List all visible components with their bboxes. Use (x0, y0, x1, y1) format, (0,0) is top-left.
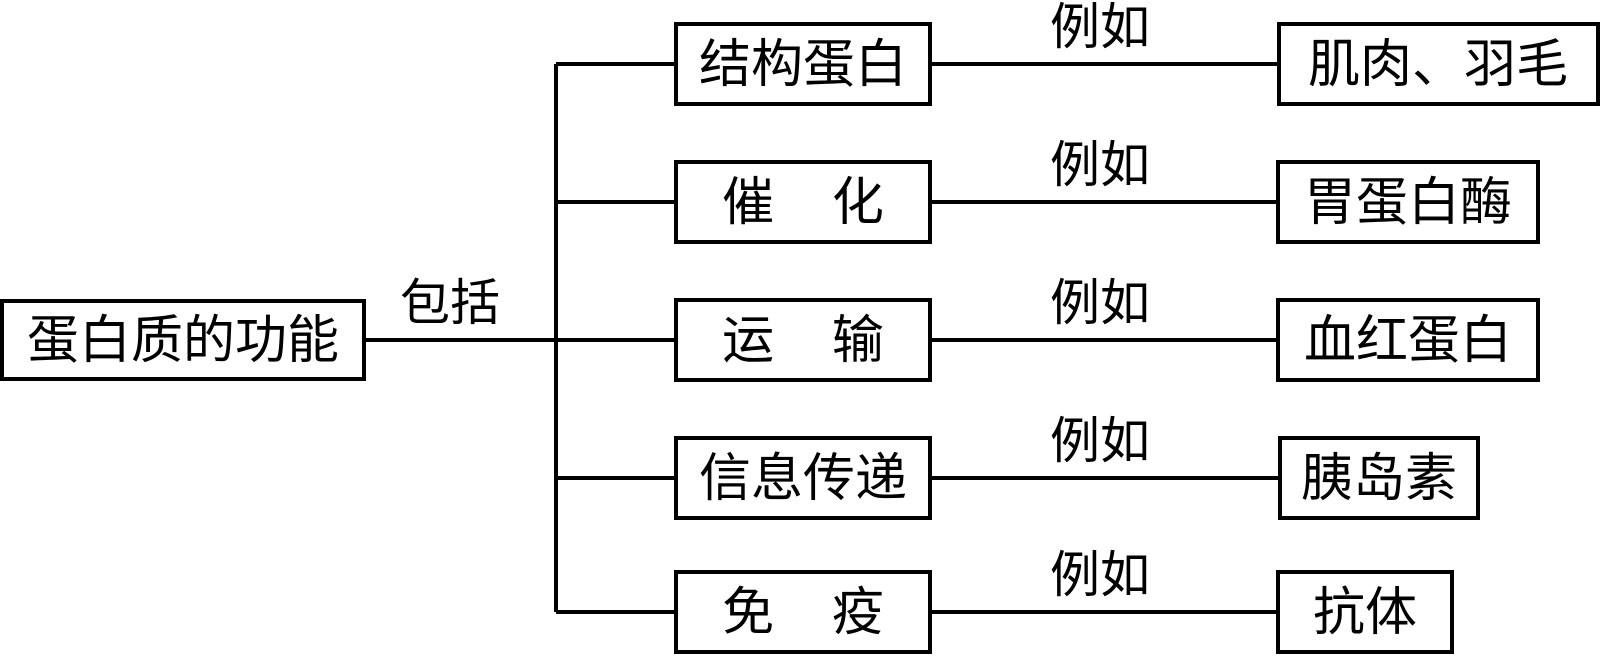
branch-row-1: 结构蛋白 例如 肌肉、羽毛 (556, 0, 1600, 106)
root-node-label: 蛋白质的功能 (27, 312, 339, 370)
root-node[interactable]: 蛋白质的功能 (0, 299, 366, 381)
example-node-box-4[interactable] (1278, 436, 1480, 520)
example-node-box-2[interactable] (1276, 160, 1540, 244)
example-edge-label-5: 例如 (1050, 547, 1150, 603)
example-node-label-3: 血红蛋白 (1304, 312, 1512, 370)
function-node-box-3[interactable] (674, 298, 932, 382)
example-node-label-2: 胃蛋白酶 (1304, 174, 1512, 232)
example-edge-label-3: 例如 (1050, 275, 1150, 331)
branch-row-3: 运 输 例如 血红蛋白 (556, 275, 1540, 382)
example-node-box-3[interactable] (1276, 298, 1540, 382)
example-edge-label-1: 例如 (1050, 0, 1150, 55)
function-node-label-2: 催 化 (722, 174, 884, 232)
root-node-box[interactable] (0, 299, 366, 381)
function-node-label-5: 免 疫 (722, 584, 884, 642)
example-edge-label-4: 例如 (1050, 413, 1150, 469)
function-node-label-3: 运 输 (722, 312, 884, 370)
branch-row-2: 催 化 例如 胃蛋白酶 (556, 137, 1540, 244)
function-node-label-4: 信息传递 (699, 450, 907, 508)
branch-row-5: 免 疫 例如 抗体 (556, 547, 1454, 654)
function-node-box-1[interactable] (674, 22, 932, 106)
branch-row-4: 信息传递 例如 胰岛素 (556, 413, 1480, 520)
root-connector-label: 包括 (400, 275, 500, 331)
example-node-label-5: 抗体 (1313, 584, 1417, 642)
example-node-label-4: 胰岛素 (1301, 450, 1457, 508)
example-node-label-1: 肌肉、羽毛 (1308, 36, 1568, 94)
example-node-box-1[interactable] (1277, 22, 1600, 106)
example-node-box-5[interactable] (1276, 570, 1454, 654)
example-edge-label-2: 例如 (1050, 137, 1150, 193)
function-node-label-1: 结构蛋白 (699, 36, 907, 94)
